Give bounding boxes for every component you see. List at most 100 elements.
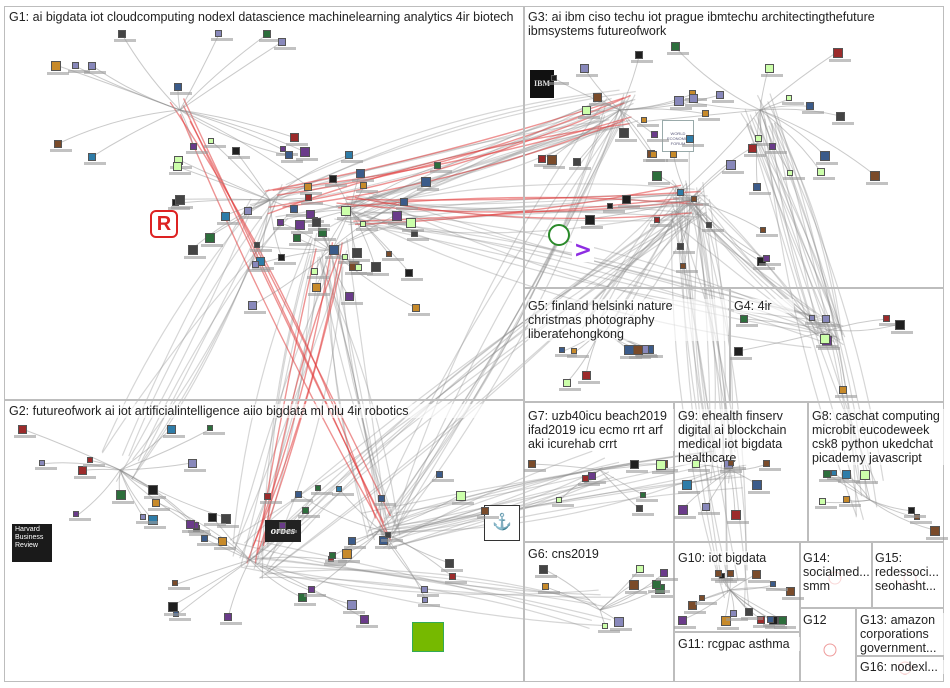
- network-node: [755, 135, 763, 143]
- node-handle-label: [648, 181, 671, 185]
- node-handle-label: [828, 59, 851, 63]
- network-edge: [349, 180, 426, 211]
- network-edge: [169, 101, 377, 519]
- network-node: [656, 460, 667, 470]
- node-handle-label: [407, 237, 430, 241]
- network-edge: [341, 126, 612, 208]
- network-edge: [391, 94, 631, 534]
- network-edge: [178, 159, 271, 201]
- network-node: [344, 292, 354, 302]
- node-handle-label: [879, 323, 902, 326]
- group-box-g1: [4, 6, 524, 400]
- network-edge: [550, 109, 621, 160]
- nvidia-node: [412, 622, 444, 652]
- network-node: [167, 602, 178, 613]
- network-node: [248, 301, 258, 311]
- network-edge: [249, 559, 303, 598]
- node-handle-label: [702, 228, 725, 232]
- node-handle-label: [632, 574, 655, 577]
- network-node: [649, 150, 657, 158]
- network-node: [392, 210, 403, 221]
- group-box-g4: [730, 288, 944, 402]
- node-handle-label: [168, 587, 191, 591]
- network-edge: [350, 125, 608, 208]
- network-edge: [259, 187, 702, 579]
- network-edge: [256, 214, 700, 566]
- node-handle-label: [274, 46, 297, 50]
- network-node: [593, 92, 603, 102]
- r-logo-node: R: [150, 210, 178, 238]
- network-node: [444, 558, 454, 568]
- network-node: [328, 244, 339, 255]
- network-node: [706, 221, 713, 228]
- node-handle-label: [723, 578, 746, 581]
- node-handle-label: [683, 611, 706, 615]
- network-edge: [337, 196, 704, 209]
- network-edge: [379, 494, 461, 531]
- network-edge: [131, 198, 276, 480]
- node-handle-label: [741, 617, 764, 621]
- node-handle-label: [838, 504, 861, 508]
- network-edge: [325, 265, 383, 525]
- network-node: [838, 386, 847, 394]
- network-node: [562, 378, 571, 387]
- network-node: [907, 506, 915, 514]
- group-label-g13: G13: amazon corporations government...: [860, 613, 944, 655]
- network-edge: [254, 539, 593, 621]
- network-node: [218, 537, 228, 547]
- node-handle-label: [730, 357, 752, 361]
- node-handle-label: [756, 234, 779, 238]
- network-node: [623, 345, 634, 355]
- network-edge: [749, 125, 846, 338]
- network-node: [762, 460, 770, 467]
- node-handle-label: [395, 206, 418, 210]
- network-edge: [387, 93, 625, 540]
- group-label-g12: G12: [803, 613, 853, 627]
- network-node: [172, 580, 179, 587]
- network-edge: [269, 217, 690, 558]
- node-handle-label: [300, 201, 323, 205]
- node-handle-label: [625, 470, 648, 473]
- network-node: [115, 490, 126, 501]
- network-edge: [137, 214, 289, 462]
- node-handle-label: [609, 627, 632, 631]
- network-edge: [377, 472, 582, 528]
- group-label-g7: G7: uzb40icu beach2019 ifad2019 icu ecmo…: [528, 409, 674, 451]
- network-edge: [384, 99, 624, 520]
- node-handle-label: [83, 162, 106, 165]
- group-box-g11: [674, 632, 800, 682]
- node-handle-label: [163, 613, 186, 617]
- node-handle-label: [666, 52, 689, 56]
- network-edge: [366, 216, 840, 349]
- network-edge: [367, 450, 715, 532]
- network-edge: [702, 182, 729, 593]
- network-edge: [232, 235, 313, 545]
- network-node: [674, 95, 685, 106]
- network-edge: [227, 559, 251, 618]
- network-node: [87, 153, 96, 161]
- network-edge: [332, 529, 381, 557]
- network-node: [188, 244, 199, 255]
- network-edge: [678, 99, 761, 111]
- node-handle-label: [418, 603, 441, 607]
- node-handle-label: [672, 197, 695, 201]
- network-node: [378, 494, 386, 502]
- network-edge: [179, 41, 283, 111]
- network-edge: [343, 183, 695, 212]
- network-edge: [684, 180, 727, 587]
- network-edge: [354, 196, 692, 220]
- group-label-g3: G3: ai ibm ciso techu iot prague ibmtech…: [528, 10, 940, 38]
- node-handle-label: [440, 568, 463, 572]
- node-handle-label: [273, 262, 296, 266]
- node-handle-label: [273, 227, 296, 231]
- network-edge: [689, 147, 753, 201]
- node-handle-label: [589, 102, 612, 106]
- node-handle-label: [618, 204, 641, 208]
- network-node: [189, 143, 197, 151]
- node-handle-label: [416, 594, 439, 598]
- node-handle-label: [477, 515, 500, 519]
- node-handle-label: [764, 151, 787, 155]
- node-handle-label: [308, 292, 331, 296]
- network-edge: [541, 109, 621, 160]
